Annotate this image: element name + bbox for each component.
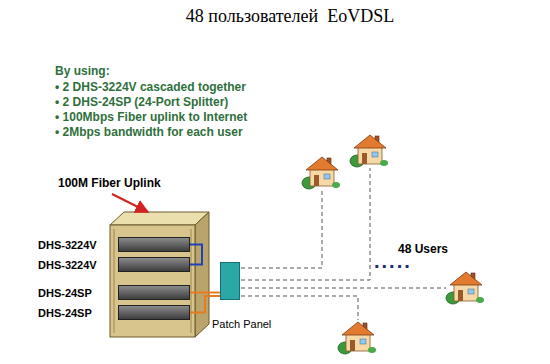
page-title: 48 пользователей EoVDSL xyxy=(30,6,550,27)
feature-heading: By using: xyxy=(55,64,110,78)
drop-line xyxy=(241,288,446,289)
switch-unit: DHS-24SP xyxy=(38,305,190,321)
cabinet-top xyxy=(110,212,209,225)
house-icon xyxy=(302,157,340,189)
device-box xyxy=(118,285,190,300)
cabinet-rail xyxy=(114,229,115,333)
splitter-cable xyxy=(190,292,220,294)
patch-panel-block xyxy=(220,262,240,300)
device-label: DHS-24SP xyxy=(38,287,92,299)
ellipsis-dots: ..... xyxy=(374,250,412,273)
house-icon xyxy=(446,272,484,304)
device-label: DHS-3224V xyxy=(38,259,97,271)
drop-line xyxy=(241,296,358,320)
switch-unit: DHS-3224V xyxy=(38,257,190,273)
feature-bullet: • 2 DHS-3224V cascaded together xyxy=(55,80,246,94)
house-icon xyxy=(338,322,376,354)
cascade-link xyxy=(190,245,202,265)
switch-unit: DHS-24SP xyxy=(38,285,190,301)
cabinet-side xyxy=(195,212,209,337)
splitter-cable xyxy=(190,296,220,313)
panel-label: Patch Panel xyxy=(212,318,271,330)
device-box xyxy=(118,257,190,272)
device-box xyxy=(118,237,190,252)
drop-line xyxy=(241,190,322,268)
switch-unit: DHS-3224V xyxy=(38,237,190,253)
house-icon xyxy=(350,135,388,167)
device-label: DHS-3224V xyxy=(38,239,97,251)
feature-bullet: • 2 DHS-24SP (24-Port Splitter) xyxy=(55,95,228,109)
feature-bullet: • 100Mbps Fiber uplink to Internet xyxy=(55,110,247,124)
device-box xyxy=(118,305,190,320)
patch-panel: Patch Panel xyxy=(212,262,272,330)
uplink-label: 100M Fiber Uplink xyxy=(58,176,161,190)
device-label: DHS-24SP xyxy=(38,307,92,319)
feature-bullet: • 2Mbps bandwidth for each user xyxy=(55,125,243,139)
cabinet-front xyxy=(110,225,195,337)
uplink-arrow xyxy=(112,194,148,212)
